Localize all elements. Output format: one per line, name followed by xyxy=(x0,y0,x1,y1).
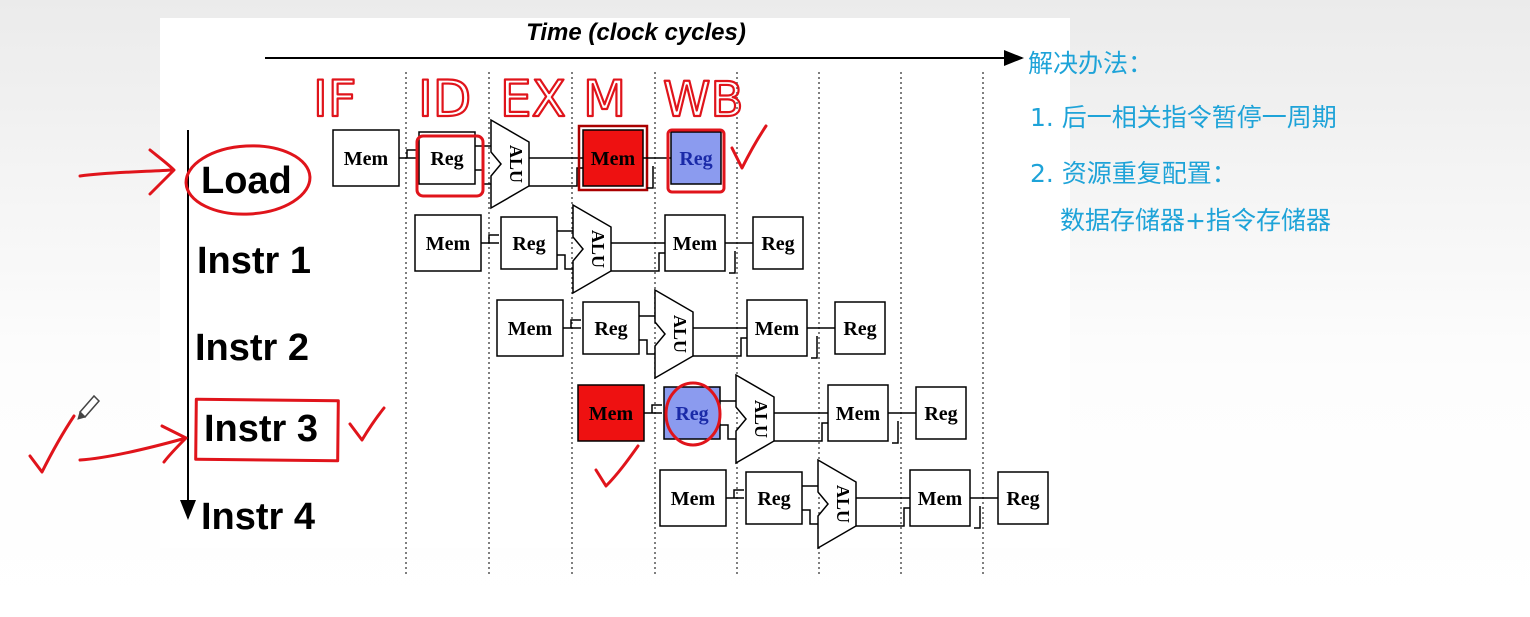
ex-alu-instr-3-label: ALU xyxy=(751,400,771,438)
m-mem-load: Mem xyxy=(582,129,644,187)
wb-reg-instr-2: Reg xyxy=(834,301,886,355)
id-reg-instr-4-label: Reg xyxy=(757,488,790,510)
instr-label-4: Instr 4 xyxy=(201,496,315,538)
m-mem-instr-3: Mem xyxy=(827,384,889,442)
arrow-to-instr3 xyxy=(78,424,188,464)
load-reg-box xyxy=(415,134,485,198)
ex-alu-instr-2: ALU xyxy=(654,288,694,380)
instr3-mem-check xyxy=(594,444,640,488)
if-mem-instr-3-label: Mem xyxy=(589,403,634,425)
stage-annotation-m: M xyxy=(583,70,626,128)
if-mem-instr-3: Mem xyxy=(577,384,645,442)
id-reg-instr-3: Reg xyxy=(663,386,721,440)
ex-alu-load-label: ALU xyxy=(506,145,526,183)
pipeline-row-instr-3: Mem Reg ALU Mem Reg xyxy=(577,373,967,465)
instr3-check xyxy=(348,406,386,442)
wb-reg-load-label: Reg xyxy=(679,148,712,170)
m-mem-instr-1: Mem xyxy=(664,214,726,272)
wb-reg-load: Reg xyxy=(670,131,722,185)
if-mem-instr-2-label: Mem xyxy=(508,318,553,340)
wb-reg-instr-3: Reg xyxy=(915,386,967,440)
ex-alu-instr-2-label: ALU xyxy=(670,315,690,353)
stage-annotation-if: IF xyxy=(313,70,357,128)
if-mem-instr-4: Mem xyxy=(659,469,727,527)
stage-annotation-wb: WB xyxy=(663,72,743,128)
pipeline-row-instr-2: Mem Reg ALU Mem Reg xyxy=(496,288,886,380)
m-mem-instr-2: Mem xyxy=(746,299,808,357)
if-mem-instr-1: Mem xyxy=(414,214,482,272)
if-mem-load: Mem xyxy=(332,129,400,187)
m-mem-instr-4: Mem xyxy=(909,469,971,527)
wb-reg-instr-3-label: Reg xyxy=(924,403,957,425)
wb-reg-instr-1: Reg xyxy=(752,216,804,270)
m-mem-instr-3-label: Mem xyxy=(836,403,881,425)
instr-label-2: Instr 2 xyxy=(195,327,309,369)
ex-alu-instr-4-label: ALU xyxy=(833,485,853,523)
instr-label-1: Instr 1 xyxy=(197,240,311,282)
ex-alu-instr-3: ALU xyxy=(735,373,775,465)
ex-alu-instr-1: ALU xyxy=(572,203,612,295)
id-reg-instr-1: Reg xyxy=(500,216,558,270)
notes-title: 解决办法： xyxy=(1028,49,1154,78)
pipeline-row-instr-1: Mem Reg ALU Mem Reg xyxy=(414,203,804,295)
cycle-dividers xyxy=(405,72,984,575)
if-mem-instr-2: Mem xyxy=(496,299,564,357)
wb-reg-instr-1-label: Reg xyxy=(761,233,794,255)
instr-label-3: Instr 3 xyxy=(204,408,318,450)
if-mem-instr-1-label: Mem xyxy=(426,233,471,255)
instr3-box xyxy=(194,397,340,463)
left-check xyxy=(28,414,76,474)
load-wb-check xyxy=(730,124,768,170)
id-reg-instr-2: Reg xyxy=(582,301,640,355)
wb-reg-instr-2-label: Reg xyxy=(843,318,876,340)
id-reg-load: Reg xyxy=(418,131,476,185)
notes-item-2: 2. 资源重复配置： xyxy=(1030,159,1237,188)
load-wb-reg-box xyxy=(666,128,726,194)
pen-cursor-icon xyxy=(77,394,101,420)
stage-annotation-id: ID xyxy=(418,70,471,128)
id-reg-load-label: Reg xyxy=(430,148,463,170)
load-circle xyxy=(184,144,312,216)
instr3-reg-circle xyxy=(664,381,722,447)
wb-reg-instr-4: Reg xyxy=(997,471,1049,525)
pipeline-row-instr-4: Mem Reg ALU Mem Reg xyxy=(659,458,1049,550)
ex-alu-load: ALU xyxy=(490,118,530,210)
pipeline-row-load: Mem Reg ALU Mem Reg xyxy=(332,118,722,210)
stage-annotation-ex: EX xyxy=(500,70,566,128)
arrow-to-load xyxy=(78,148,176,196)
ex-alu-instr-4: ALU xyxy=(817,458,857,550)
if-mem-load-label: Mem xyxy=(344,148,389,170)
m-mem-instr-4-label: Mem xyxy=(918,488,963,510)
m-mem-instr-2-label: Mem xyxy=(755,318,800,340)
m-mem-instr-1-label: Mem xyxy=(673,233,718,255)
ex-alu-instr-1-label: ALU xyxy=(588,230,608,268)
id-reg-instr-4: Reg xyxy=(745,471,803,525)
id-reg-instr-3-label: Reg xyxy=(675,403,708,425)
time-axis-label: Time (clock cycles) xyxy=(526,19,746,46)
m-mem-load-label: Mem xyxy=(591,148,636,170)
id-reg-instr-2-label: Reg xyxy=(594,318,627,340)
notes-item-2-detail: 数据存储器+指令存储器 xyxy=(1060,206,1331,235)
instr-label-load: Load xyxy=(201,160,292,202)
notes-item-1: 1. 后一相关指令暂停一周期 xyxy=(1030,103,1337,132)
wb-reg-instr-4-label: Reg xyxy=(1006,488,1039,510)
handwritten-annotations: IF ID EX M WB xyxy=(28,69,768,488)
id-reg-instr-1-label: Reg xyxy=(512,233,545,255)
if-mem-instr-4-label: Mem xyxy=(671,488,716,510)
